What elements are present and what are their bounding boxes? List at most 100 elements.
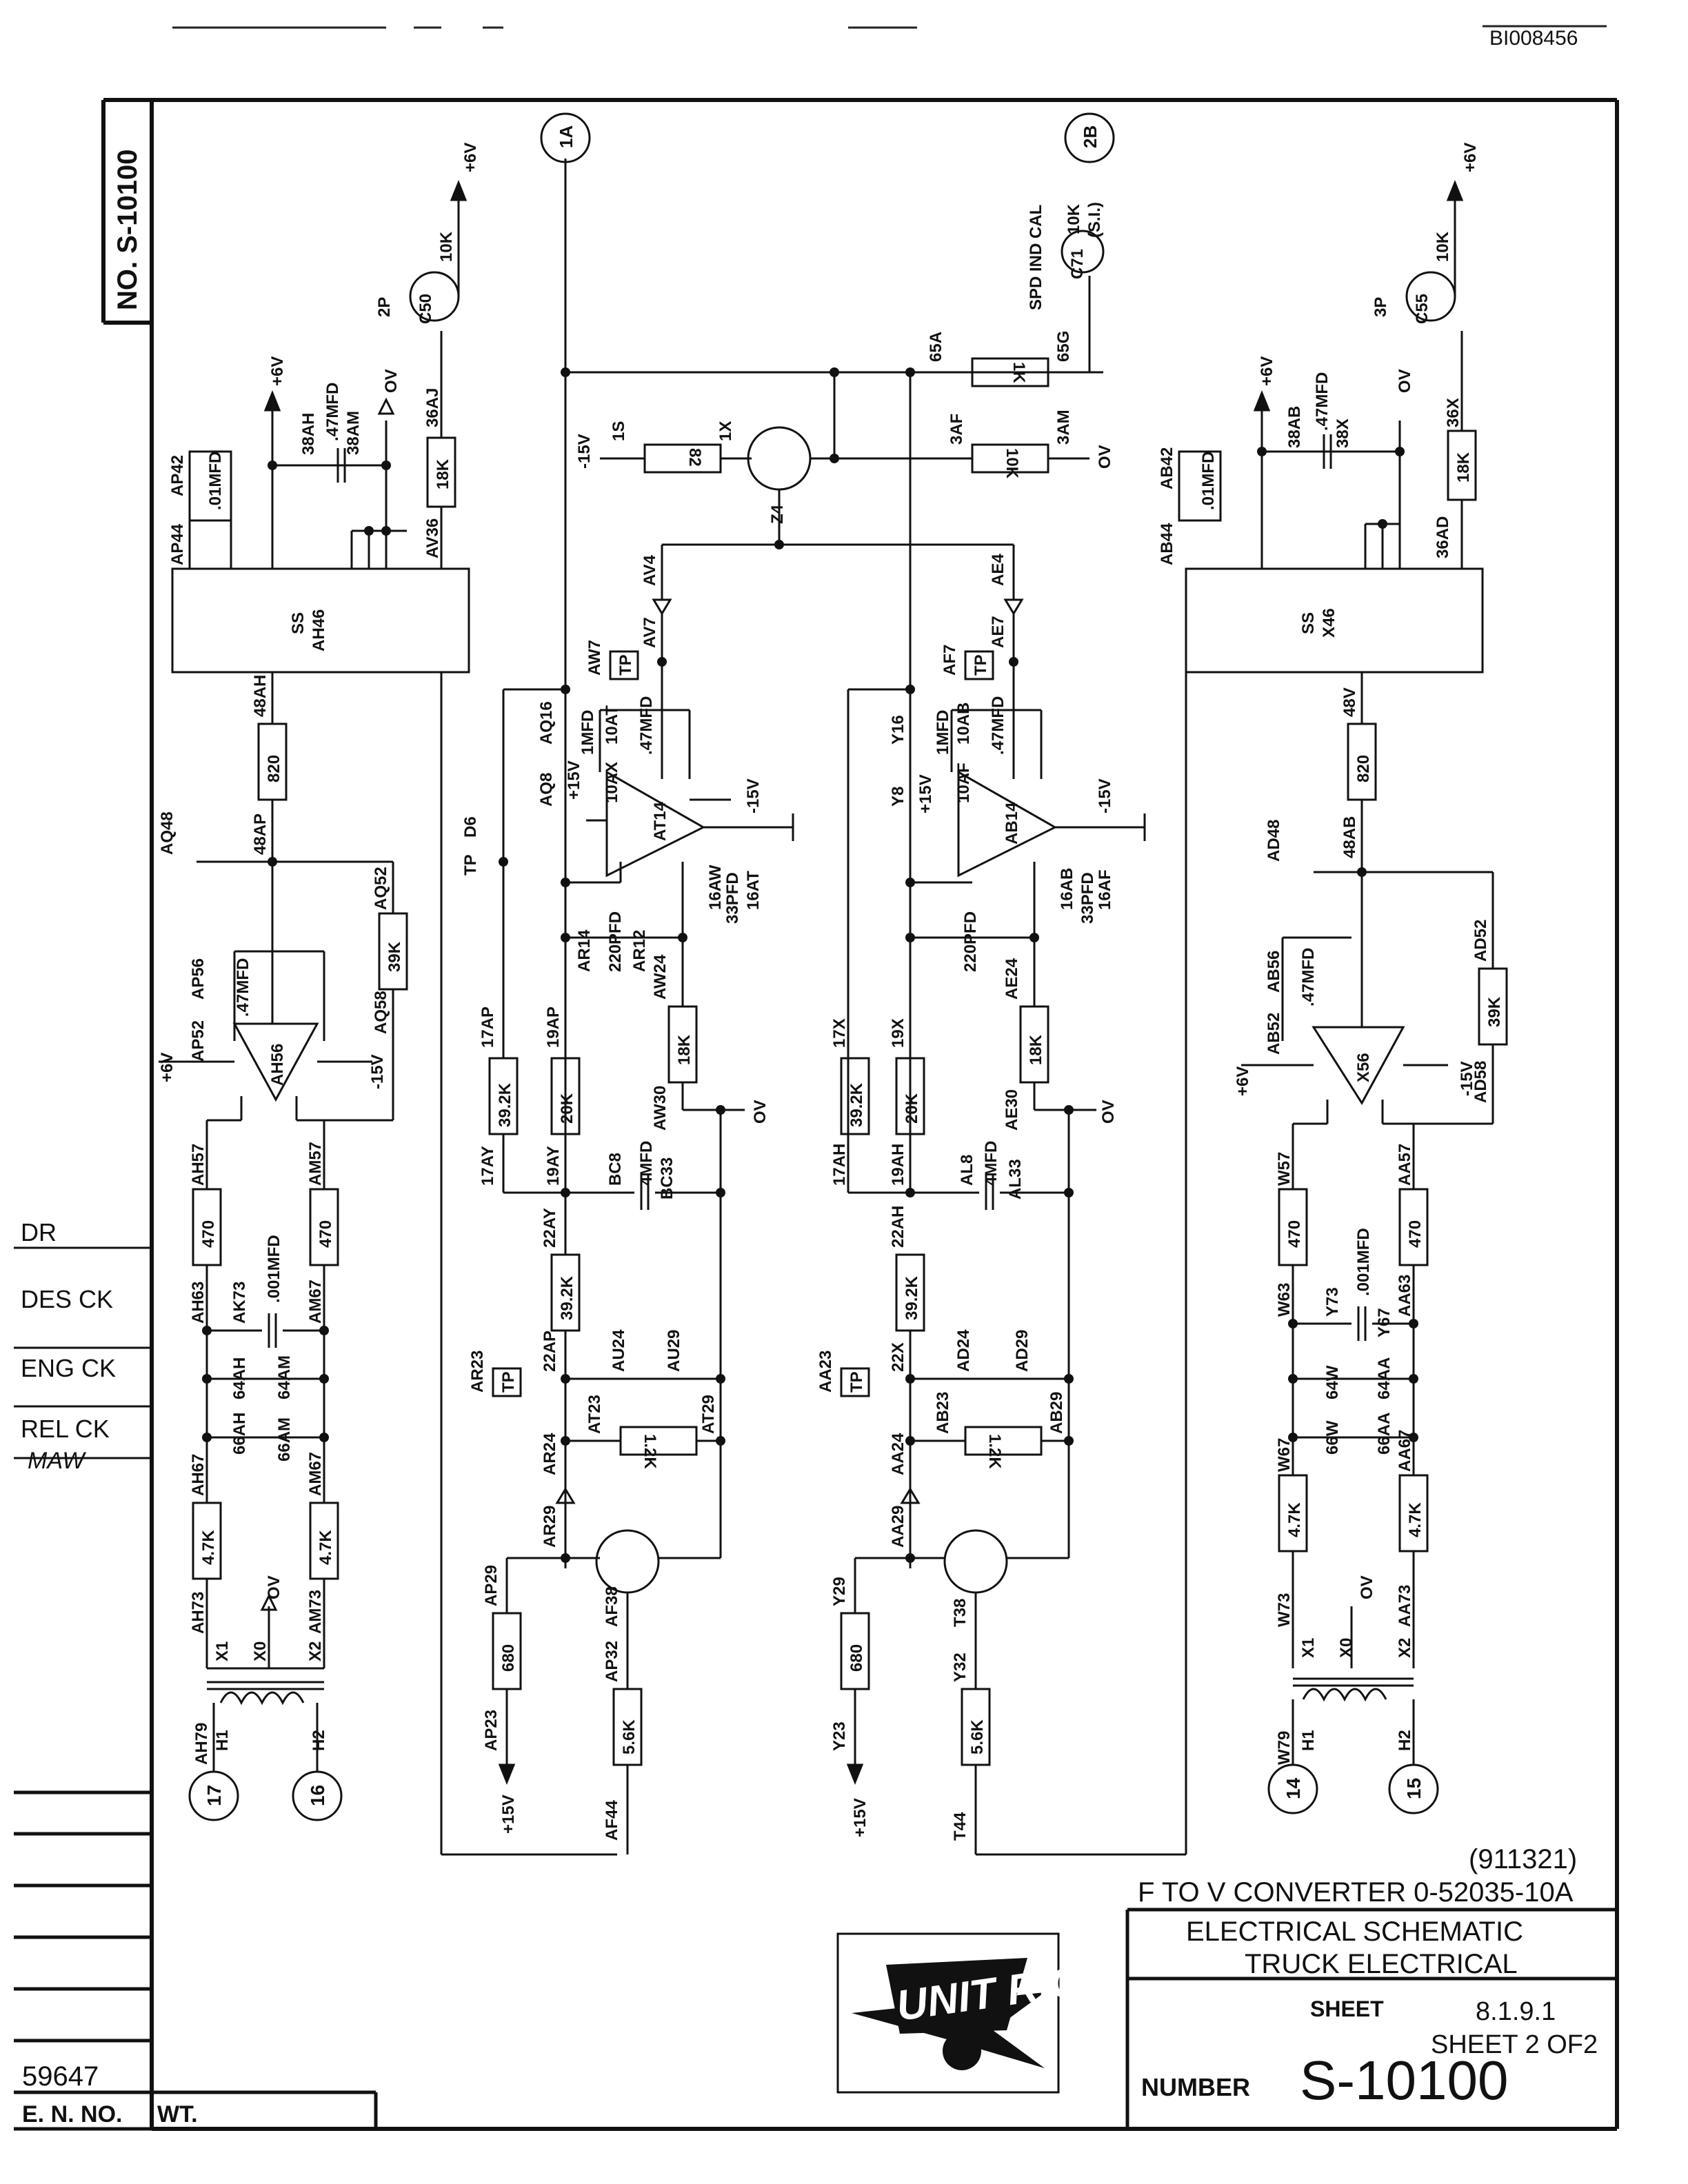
left-res-820: 820 — [265, 755, 283, 782]
cl-node-10ax: 10AX — [603, 762, 621, 803]
left-node-aq52: AQ52 — [372, 867, 390, 910]
cr-cap-33pfd: 33PFD — [1078, 872, 1097, 924]
left-node-ah67: AH67 — [189, 1454, 208, 1496]
cl-node-aq8: AQ8 — [537, 773, 556, 807]
connector-14: 14 — [1283, 1777, 1304, 1799]
rail-ab14-m15v: -15V — [1096, 778, 1114, 813]
cr-tp-af7: TP — [972, 654, 990, 676]
cl-node-af38: AF38 — [603, 1586, 621, 1627]
right-node-36ad: 36AD — [1434, 516, 1452, 558]
left-node-am67: AM67 — [306, 1452, 325, 1496]
right-node-w67: W67 — [1275, 1438, 1294, 1472]
cr-tp-aa23: TP — [847, 1371, 866, 1393]
cl-tp-aw7: TP — [616, 654, 635, 676]
cr-node-al33: AL33 — [1006, 1159, 1025, 1200]
cl-tp-d6: TP — [461, 854, 480, 876]
cr-res-20k: 20K — [903, 1093, 921, 1124]
cr-cap-1mfd: 1MFD — [934, 710, 952, 755]
rail-y23-p15v: +15V — [851, 1798, 870, 1837]
right-node-h2: H2 — [1396, 1730, 1414, 1751]
title-ref: (911321) — [1469, 1844, 1577, 1874]
rail-ah56-6v: +6V — [158, 1053, 177, 1082]
cl-node-aq16: AQ16 — [537, 701, 556, 745]
cr-node-ae7: AE7 — [989, 616, 1007, 648]
right-node-y73: Y73 — [1323, 1287, 1342, 1317]
right-node-ad48: AD48 — [1265, 820, 1283, 862]
right-node-h1: H1 — [1299, 1730, 1318, 1751]
cr-node-y23: Y23 — [830, 1721, 849, 1751]
cl-node-22ay: 22AY — [541, 1208, 559, 1248]
left-pot-ref: C50 — [416, 294, 435, 324]
cl-node-aw30: AW30 — [651, 1086, 670, 1131]
cr-res-680: 680 — [847, 1644, 866, 1672]
cl-node-ar29: AR29 — [541, 1506, 559, 1548]
rail-right-6v: +6V — [1258, 356, 1276, 386]
rail-at14-p15v: +15V — [565, 760, 583, 800]
revision-block — [14, 1246, 152, 1459]
left-circuit — [159, 179, 617, 1856]
connector-2B: 2B — [1080, 125, 1101, 148]
rail-at14-m15v: -15V — [744, 778, 763, 813]
left-node-am73: AM73 — [306, 1590, 325, 1634]
left-res-39k: 39K — [385, 941, 404, 972]
cr-node-ae30: AE30 — [1003, 1089, 1021, 1131]
left-node-38ah: 38AH — [299, 413, 318, 455]
cl-res-5.6k: 5.6K — [620, 1719, 639, 1755]
title-subtitle: F TO V CONVERTER 0-52035-10A — [1138, 1877, 1574, 1908]
cr-cap-4mfd: 4MFD — [982, 1141, 1001, 1186]
right-res-4.7k-b: 4.7K — [1406, 1502, 1425, 1537]
cr-res-18k: 18K — [1027, 1034, 1045, 1065]
cr-node-19ah: 19AH — [889, 1144, 907, 1186]
cr-node-y29: Y29 — [830, 1577, 849, 1606]
cl-cap-4mfd: 4MFD — [637, 1141, 656, 1186]
left-ss-id: AH46 — [310, 609, 328, 651]
cr-node-22x: 22X — [889, 1342, 907, 1372]
right-node-w63: W63 — [1275, 1283, 1294, 1317]
cl-opamp-id: AT14 — [651, 801, 670, 841]
left-cap-01mfd: .01MFD — [206, 452, 225, 510]
cl-node-af44: AF44 — [603, 1800, 621, 1841]
left-node-h1: H1 — [213, 1730, 232, 1751]
left-node-66am: 66AM — [275, 1417, 294, 1462]
sheet-of: SHEET 2 OF2 — [1431, 2030, 1598, 2059]
title-line2: TRUCK ELECTRICAL — [1245, 1949, 1518, 1979]
left-node-66ah: 66AH — [230, 1413, 249, 1455]
cr-node-ab23: AB23 — [934, 1392, 952, 1434]
right-node-66w: 66W — [1323, 1420, 1342, 1455]
left-node-ap44: AP44 — [168, 523, 187, 565]
cr-cap-47mfd: .47MFD — [989, 696, 1007, 755]
rail-right-6v-top: +6V — [1461, 143, 1480, 172]
cr-pot-value: 10K — [1065, 203, 1083, 234]
rail-right-ov: OV — [1396, 369, 1414, 393]
cl-node-av7: AV7 — [641, 617, 659, 648]
right-node-aa73: AA73 — [1396, 1585, 1414, 1627]
rev-rel-ck-signature: MAW — [28, 1448, 86, 1474]
cr-pot-ref: C71 — [1068, 249, 1087, 279]
cl-node-ap29: AP29 — [482, 1565, 501, 1606]
right-node-64w: 64W — [1323, 1365, 1342, 1399]
rev-row-dr: DR — [21, 1218, 57, 1246]
left-cap-47mfd-2: .47MFD — [234, 958, 252, 1017]
cl-node-19ap: 19AP — [544, 1007, 563, 1048]
right-node-x2: X2 — [1396, 1638, 1414, 1658]
cl-node-16aw: 16AW — [706, 865, 725, 910]
right-res-820: 820 — [1354, 755, 1373, 782]
left-node-48ah: 48AH — [251, 675, 270, 717]
left-node-ah63: AH63 — [189, 1282, 208, 1324]
cl-node-ar12: AR12 — [630, 930, 649, 972]
rail-ab14-ov: OV — [1099, 1100, 1118, 1124]
cr-res-1.2k: 1.2K — [985, 1434, 1004, 1469]
junction-dots — [202, 367, 1418, 1563]
cr-pot-label: SPD IND CAL — [1027, 205, 1045, 310]
right-node-38ab: 38AB — [1285, 406, 1304, 448]
cr-node-ae4: AE4 — [989, 554, 1007, 586]
right-pot-ref: C55 — [1413, 294, 1431, 324]
side-drawing-number: NO. S-10100 — [112, 150, 143, 310]
cl-res-39.2k-b: 39.2K — [558, 1275, 576, 1320]
cr-node-65a: 65A — [927, 332, 945, 362]
cr-node-10ab: 10AB — [954, 702, 973, 745]
cl-node-au29: AU29 — [665, 1330, 683, 1372]
left-res-470-b: 470 — [316, 1220, 335, 1248]
title-line1: ELECTRICAL SCHEMATIC — [1186, 1917, 1523, 1947]
